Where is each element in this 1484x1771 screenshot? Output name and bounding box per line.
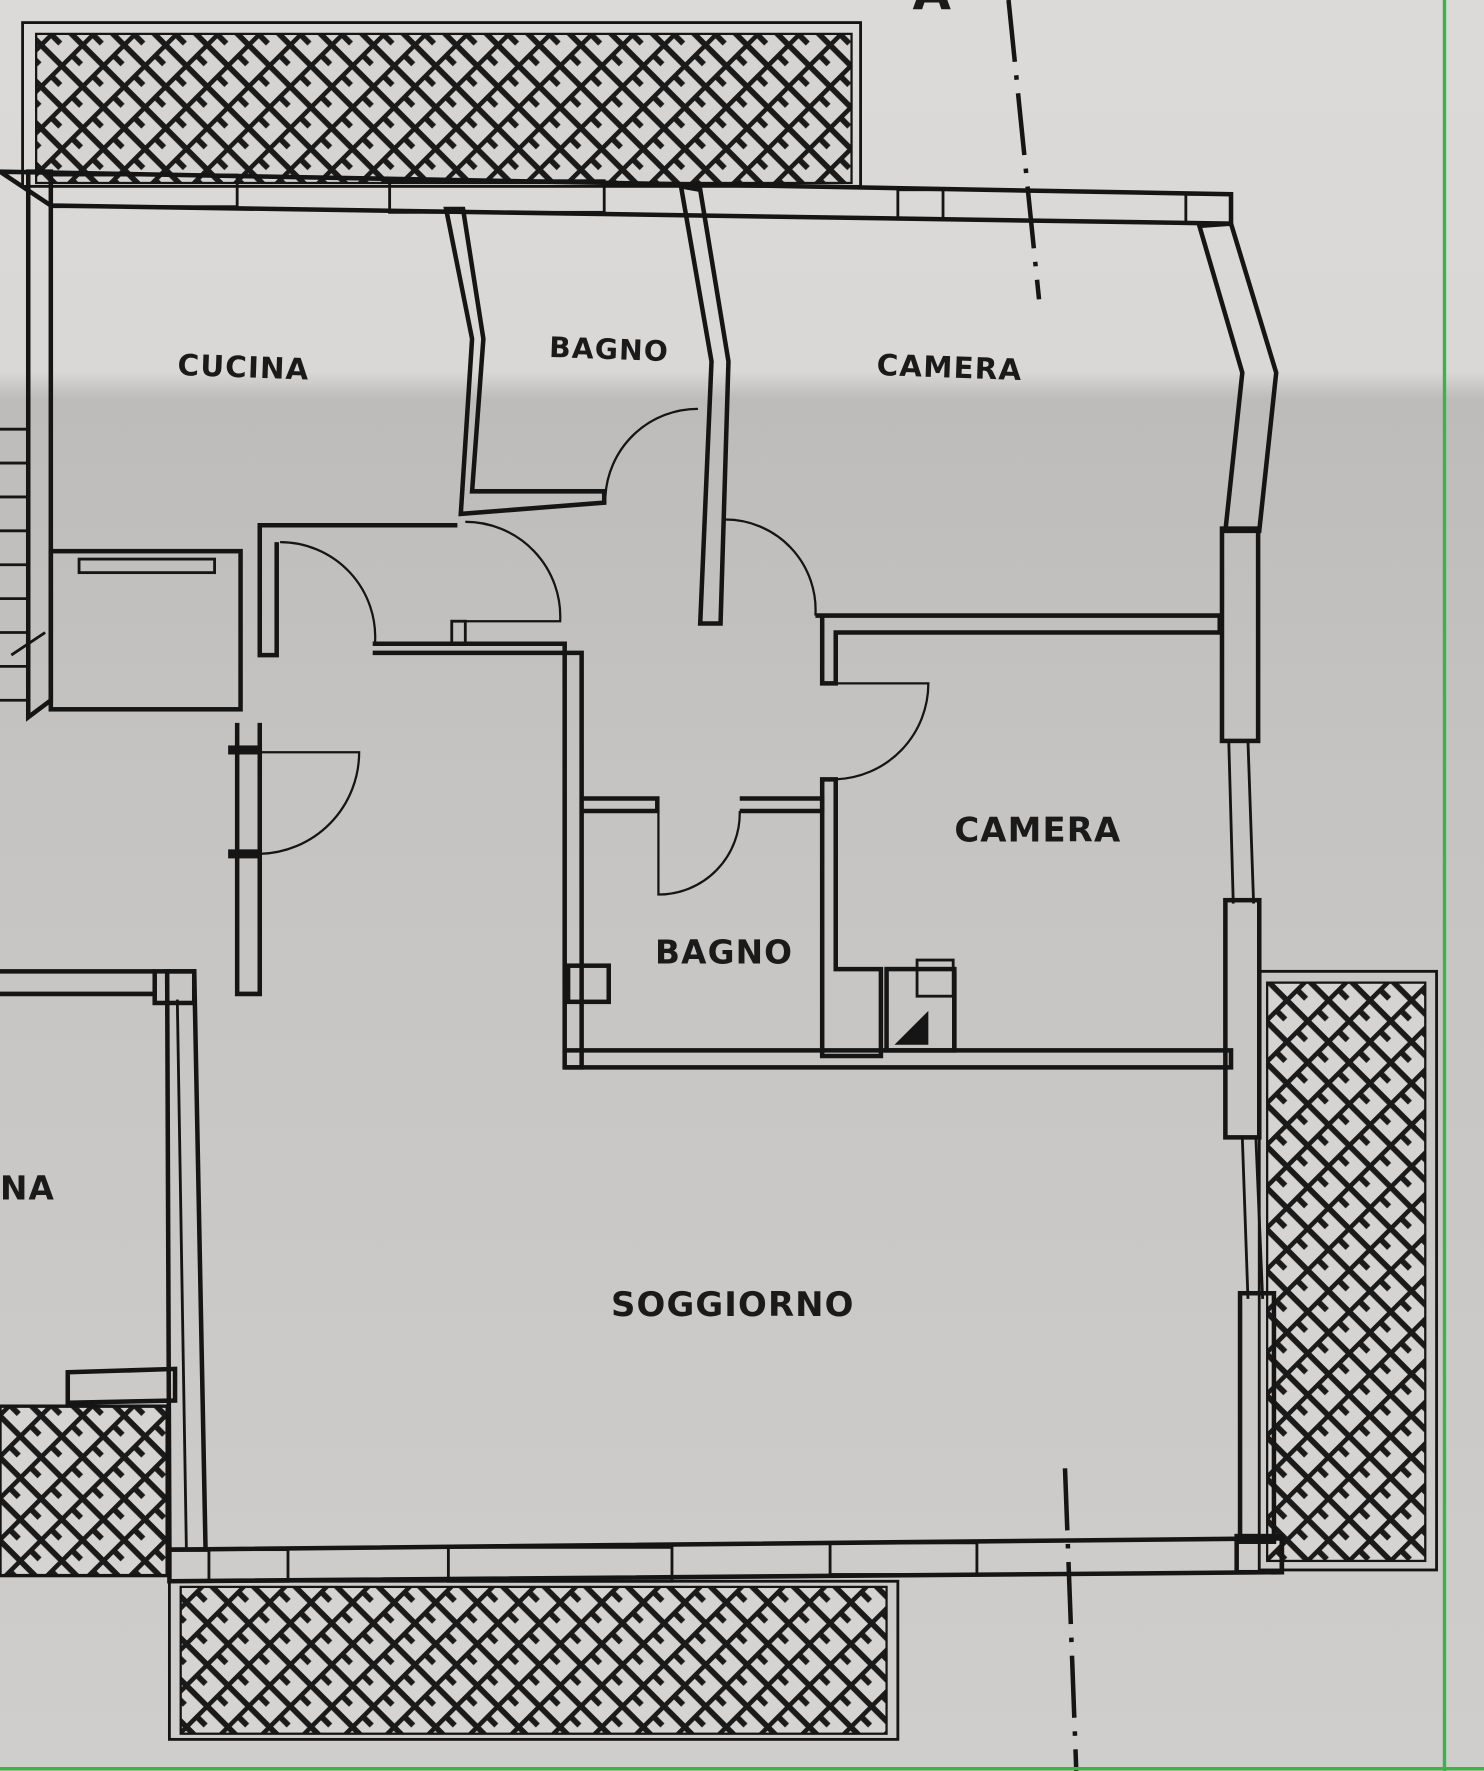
room-label-bagno-top: BAGNO — [549, 331, 670, 368]
section-marker-label: A — [913, 0, 953, 21]
door-swings — [259, 407, 930, 896]
balcony-right — [1257, 969, 1438, 1572]
room-label-camera-top: CAMERA — [876, 348, 1023, 387]
room-label-bagno-mid: BAGNO — [655, 933, 793, 971]
balcony-bottom-left — [0, 1404, 169, 1578]
balcony-top — [21, 21, 862, 188]
room-label-camera-right: CAMERA — [954, 810, 1121, 849]
room-label-partial-left: NA — [0, 1169, 55, 1207]
section-line: A — [913, 0, 1079, 1771]
room-label-soggiorno: SOGGIORNO — [611, 1285, 855, 1324]
room-label-cucina: CUCINA — [177, 348, 310, 387]
interior-walls — [48, 183, 1234, 1070]
balcony-bottom — [167, 1579, 900, 1741]
stairs — [0, 427, 46, 702]
